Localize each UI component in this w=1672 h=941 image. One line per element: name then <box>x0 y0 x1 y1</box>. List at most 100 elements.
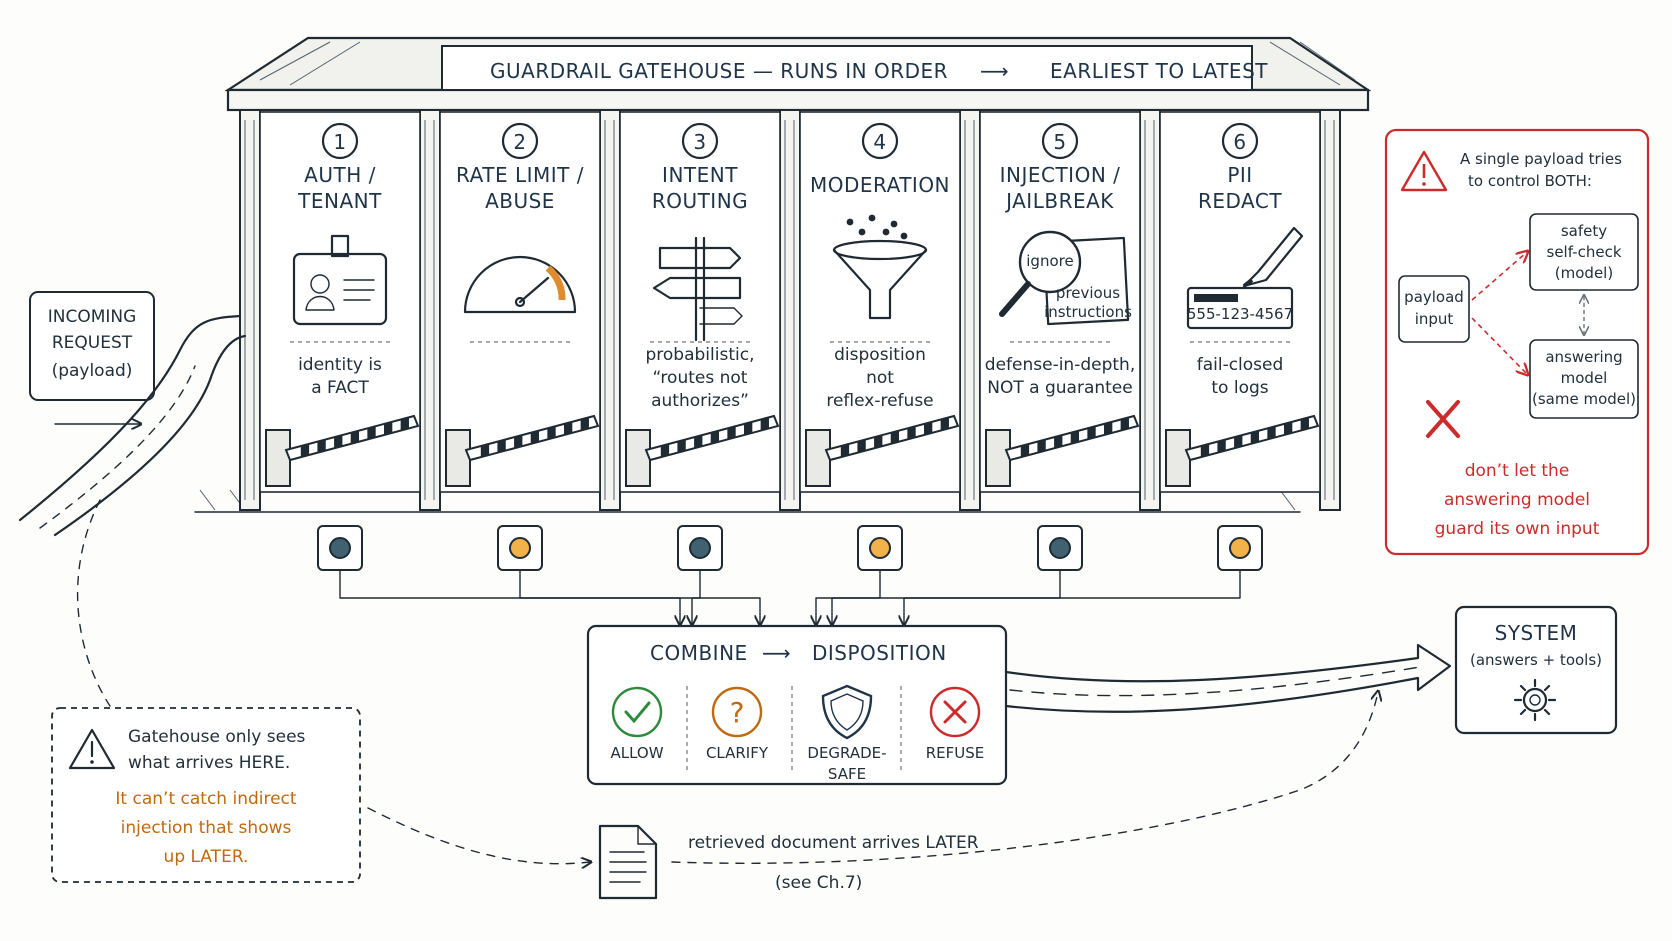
pillar <box>779 109 801 511</box>
magnifier-word: ignore <box>1026 252 1073 270</box>
disposition-outcomes: ALLOW? CLARIFY DEGRADE-SAFE REFUSE <box>610 684 984 783</box>
signal-light <box>677 525 723 624</box>
stage-note: defense-in-depth, <box>985 355 1135 375</box>
signal-light <box>904 525 1263 624</box>
gatehouse-note-orange2: injection that shows <box>121 818 292 838</box>
pillar <box>419 109 441 511</box>
stage-title: AUTH / <box>304 163 376 187</box>
signpost-icon <box>652 236 743 342</box>
gatehouse-note-line1: Gatehouse only sees <box>128 727 306 747</box>
stage-number-circle <box>1221 122 1259 160</box>
stage-note: a FACT <box>311 378 369 398</box>
incoming-line3: (payload) <box>52 361 133 381</box>
retrieved-flow-arrow <box>671 692 1378 864</box>
outcome-label: ALLOW <box>610 744 663 762</box>
stage-title: PII <box>1227 163 1252 187</box>
signal-light <box>816 525 903 624</box>
id-badge-icon <box>292 234 388 326</box>
ground <box>194 489 1301 513</box>
combine-title: COMBINE <box>650 641 748 665</box>
barrier-gate <box>445 414 600 487</box>
signal-light <box>317 525 680 624</box>
warning-panel <box>1384 128 1650 556</box>
signal-wire <box>832 569 1061 624</box>
barrier-gate <box>265 414 420 487</box>
payload-line2: input <box>1415 310 1454 328</box>
stage-number-circle <box>681 122 719 160</box>
gatehouse-note-orange1: It can’t catch indirect <box>115 789 296 809</box>
stage-number-circle <box>321 122 359 160</box>
svg-text:?: ? <box>730 696 745 729</box>
stage-title: INTENT <box>662 163 738 187</box>
marker-icon: 555-123-4567 <box>1187 226 1304 330</box>
stage-note: authorizes” <box>651 391 749 411</box>
stage-title: ROUTING <box>652 189 748 213</box>
stage-number: 2 <box>513 130 526 154</box>
pii-sample-text: 555-123-4567 <box>1187 305 1293 323</box>
check-icon <box>611 686 663 738</box>
stage-title: INJECTION / <box>1000 163 1121 187</box>
question-icon: ? <box>711 686 763 738</box>
warning-triangle-icon <box>68 728 116 770</box>
warning-line1: A single payload tries <box>1460 150 1622 168</box>
warning-caption-line2: answering model <box>1444 490 1590 510</box>
stage-note: reflex-refuse <box>826 391 933 411</box>
stage-number-circle <box>1041 122 1079 160</box>
signal-wire <box>339 569 680 624</box>
gauge-icon <box>463 255 577 314</box>
stage-title: RATE LIMIT / <box>456 163 584 187</box>
outcome-label: DEGRADE- <box>807 744 886 762</box>
stage-title: MODERATION <box>810 173 950 197</box>
funnel-icon <box>832 214 928 320</box>
retrieved-text: retrieved document arrives LATER <box>688 833 979 853</box>
roof-title-end: EARLIEST TO LATEST <box>1050 59 1268 83</box>
safety-line2: self-check <box>1547 243 1622 261</box>
safety-line3: (model) <box>1555 264 1613 282</box>
stage-note: NOT a guarantee <box>987 378 1132 398</box>
outcome-refuse: REFUSE <box>926 686 984 762</box>
barrier-gate <box>805 414 960 487</box>
gatehouse-note-orange3: up LATER. <box>164 847 249 867</box>
warning-caption-line3: guard its own input <box>1435 519 1600 539</box>
system-box <box>1454 605 1618 735</box>
outcome-label: CLARIFY <box>706 744 769 762</box>
gear-icon <box>1513 678 1557 722</box>
roof-title: GUARDRAIL GATEHOUSE — RUNS IN ORDER <box>490 59 948 83</box>
document-icon <box>598 824 658 900</box>
flow-to-system-arrow <box>1004 643 1452 713</box>
system-subtitle: (answers + tools) <box>1470 651 1602 669</box>
stage-title: TENANT <box>297 189 382 213</box>
outcome-degrade: DEGRADE-SAFE <box>807 684 887 783</box>
system-title: SYSTEM <box>1495 621 1578 645</box>
stage-note: not <box>866 368 894 388</box>
gatehouse-roof <box>224 36 1372 112</box>
warning-caption-line1: don’t let the <box>1465 461 1570 481</box>
barrier-gate <box>625 414 780 487</box>
stage-note: to logs <box>1211 378 1268 398</box>
stage-note: probabilistic, <box>646 345 755 365</box>
safety-line1: safety <box>1561 222 1607 240</box>
stage-note: fail-closed <box>1197 355 1284 375</box>
stage-number-circle <box>861 122 899 160</box>
outcome-allow: ALLOW <box>610 686 664 762</box>
answering-line2: model <box>1561 369 1608 387</box>
magnifier-line2: instructions <box>1044 303 1132 321</box>
stage-title: REDACT <box>1198 189 1282 213</box>
stage-title: JAILBREAK <box>1004 189 1114 213</box>
pillar <box>959 109 981 511</box>
stage-title: ABUSE <box>485 189 555 213</box>
signal-wire <box>904 569 1241 624</box>
signal-light <box>497 525 760 624</box>
pillar <box>1319 109 1341 511</box>
combine-arrow: ⟶ <box>762 641 791 665</box>
pillar <box>599 109 621 511</box>
red-x-icon <box>1426 400 1460 438</box>
stage-number: 5 <box>1053 130 1066 154</box>
signal-wire <box>816 569 881 624</box>
answering-line1: answering <box>1545 348 1622 366</box>
